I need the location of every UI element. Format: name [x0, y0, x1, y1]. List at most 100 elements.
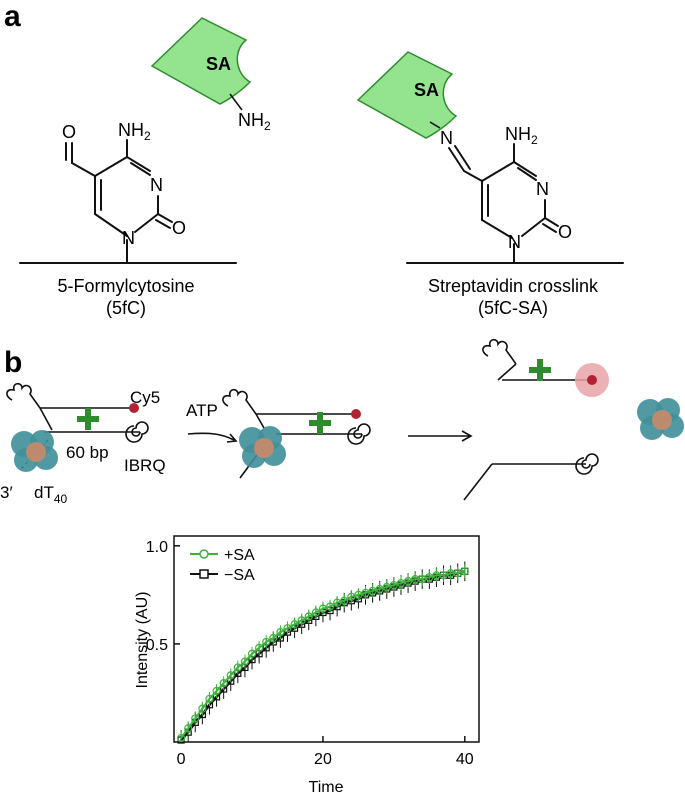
- data-point: [255, 643, 264, 652]
- right-caption-line2: (5fC-SA): [478, 298, 548, 318]
- data-point: [212, 686, 221, 696]
- cy5-dye: [129, 403, 139, 413]
- plot-frame: [173, 535, 480, 743]
- sa-marker-icon: [77, 408, 99, 430]
- atp-arrow: ATP: [186, 401, 238, 443]
- data-point: [176, 733, 186, 743]
- hairpin-loop: [482, 338, 517, 365]
- marker-cross: [309, 412, 331, 434]
- n3-label: N: [150, 175, 163, 195]
- legend-label-nosa: −SA: [224, 567, 255, 584]
- sa-marker-icon: [309, 412, 331, 434]
- three-prime-label: 3′: [0, 483, 13, 502]
- carbonyl-o-label: O: [558, 222, 572, 242]
- streptavidin-left: SA: [150, 17, 252, 105]
- legend-marker-sa: [199, 549, 209, 559]
- data-point: [247, 649, 257, 658]
- data-point: [269, 633, 278, 643]
- series-minus-sa: [177, 561, 469, 744]
- streptavidin-shape: [356, 51, 458, 139]
- substrate-initial: Cy5 60 bp IBRQ 3′ dT40: [0, 382, 166, 506]
- y-axis-title: Intensity (AU): [134, 592, 151, 689]
- chart-series: [176, 561, 469, 744]
- helicase-subunit: [652, 410, 672, 430]
- carbonyl-o-label: O: [172, 218, 186, 238]
- fit-line: [180, 570, 466, 739]
- y-tick-label: 1.0: [146, 539, 168, 556]
- sa-label: SA: [206, 54, 231, 74]
- amine-linker-bond: [229, 93, 243, 111]
- helicase-subunit: [26, 442, 46, 462]
- data-point: [226, 671, 235, 680]
- chart-ticks: 0 20 40 0.5 1.0: [146, 539, 474, 768]
- helicase-protein: [637, 398, 684, 440]
- series-plus-sa: [176, 564, 469, 743]
- x-axis-title: Time: [309, 779, 344, 795]
- legend-label-sa: +SA: [224, 547, 255, 564]
- helicase-subunit: [254, 438, 274, 458]
- ibrq-quencher-icon: [347, 423, 371, 445]
- marker-cross: [77, 408, 99, 430]
- hairpin-loop: [6, 382, 41, 409]
- amino-label: NH2: [505, 124, 538, 147]
- sa-label: SA: [414, 80, 439, 100]
- data-point: [311, 608, 320, 617]
- atp-label: ATP: [186, 401, 218, 420]
- data-point: [219, 679, 228, 688]
- sa-marker-icon: [529, 359, 551, 381]
- panel-a-label: a: [4, 0, 21, 33]
- left-caption-line2: (5fC): [106, 298, 146, 318]
- panel-b-label: b: [4, 346, 22, 379]
- y-tick-label: 0.5: [146, 637, 168, 654]
- streptavidin-shape: [150, 17, 252, 105]
- x-tick-label: 0: [177, 751, 186, 768]
- cy5-dye: [587, 375, 597, 385]
- data-point: [283, 624, 292, 633]
- data-point: [184, 724, 193, 733]
- formylcytosine-structure: N N O O NH2: [19, 120, 237, 264]
- data-point: [205, 694, 214, 703]
- unwinding-arrow: [408, 430, 473, 442]
- left-caption-line1: 5-Formylcytosine: [57, 276, 194, 296]
- unwound-products: [463, 338, 684, 501]
- hairpin-loop: [222, 388, 257, 415]
- cy5-dye: [351, 409, 361, 419]
- nh2-label: NH2: [238, 110, 271, 133]
- legend: +SA −SA: [190, 547, 255, 584]
- amino-label: NH2: [118, 120, 151, 143]
- imine-n-label: N: [440, 128, 453, 148]
- data-point: [198, 704, 207, 713]
- marker-cross: [529, 359, 551, 381]
- n1-label: N: [508, 232, 521, 252]
- x-tick-label: 40: [456, 751, 474, 768]
- data-point: [262, 637, 271, 647]
- dt40-label: dT40: [34, 483, 68, 506]
- n1-label: N: [122, 228, 135, 248]
- data-point: [233, 663, 242, 672]
- fit-line: [180, 570, 466, 741]
- data-point: [304, 612, 313, 621]
- ibrq-quencher-icon: [575, 453, 599, 475]
- data-point: [297, 616, 306, 625]
- unwinding-kinetics-chart: 0 20 40 0.5 1.0 Time Intensity (AU) +SA −SA: [134, 535, 480, 795]
- cy5-label: Cy5: [130, 388, 160, 407]
- data-point: [191, 714, 200, 723]
- data-point: [276, 628, 285, 637]
- ibrq-label: IBRQ: [124, 456, 166, 475]
- data-point: [290, 620, 299, 629]
- legend-marker-nosa: [199, 569, 209, 579]
- helicase-protein: [239, 426, 286, 468]
- substrate-unwinding: [222, 388, 371, 479]
- streptavidin-right: SA: [356, 51, 458, 139]
- ibrq-quencher-icon: [125, 421, 149, 443]
- crosslink-structure: N N N O NH2: [406, 121, 624, 264]
- x-tick-label: 20: [314, 751, 332, 768]
- n3-label: N: [536, 179, 549, 199]
- formyl-o-label: O: [62, 122, 76, 142]
- bp-label: 60 bp: [66, 443, 109, 462]
- helicase-protein: [11, 430, 58, 472]
- right-caption-line1: Streptavidin crosslink: [428, 276, 599, 296]
- amine-group: NH2: [238, 110, 271, 133]
- data-point: [240, 657, 250, 666]
